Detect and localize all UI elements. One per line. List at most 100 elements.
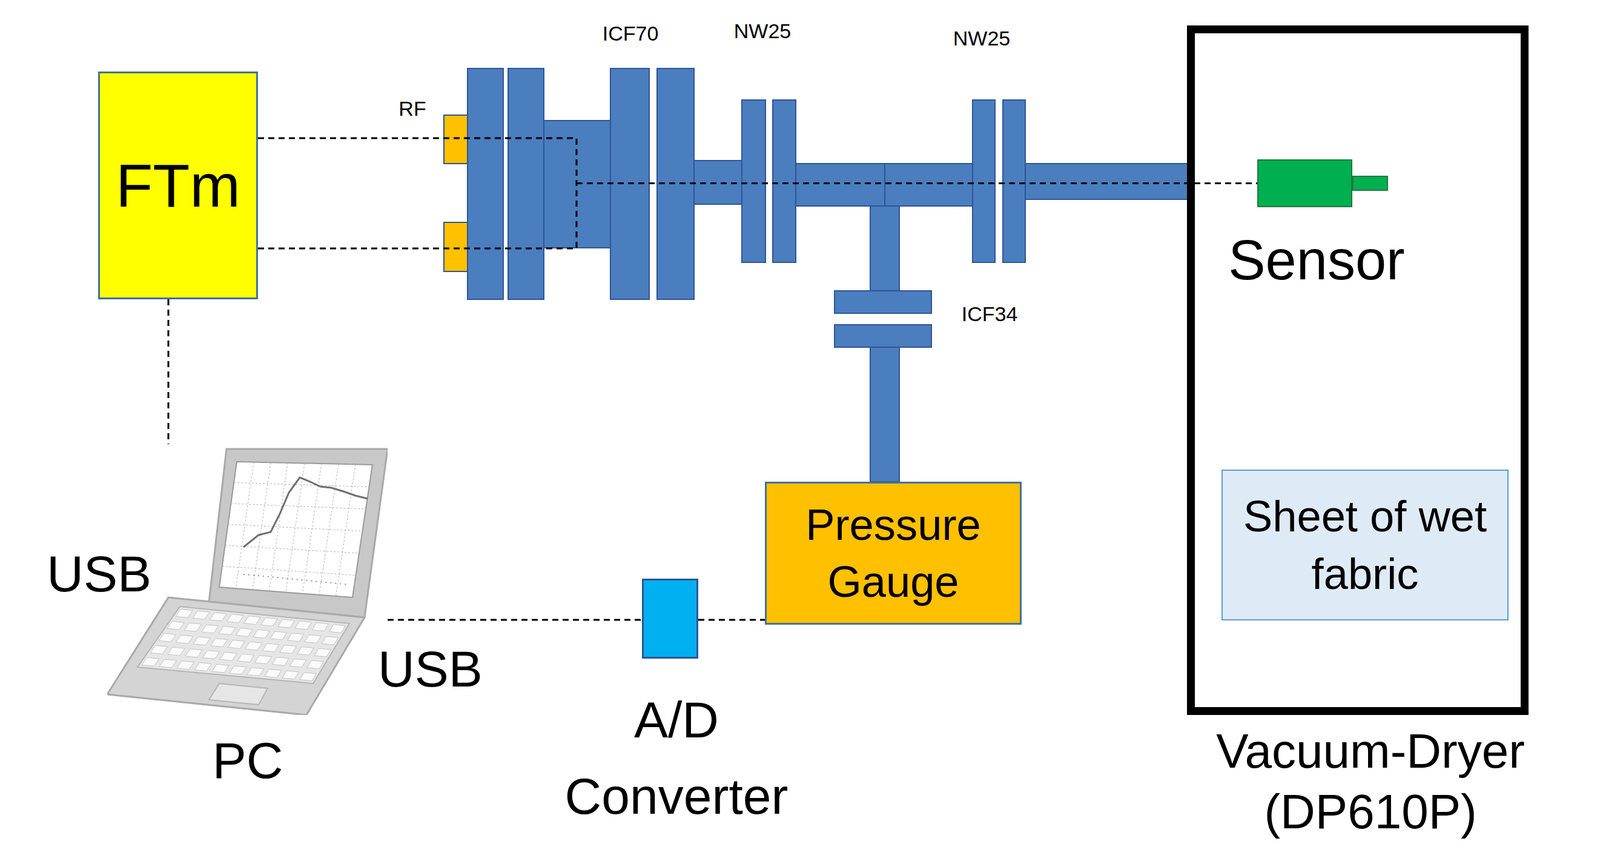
- rf-connector: [443, 115, 468, 164]
- key: [202, 650, 220, 659]
- key: [229, 665, 247, 675]
- grid-line: [336, 463, 357, 596]
- key: [311, 622, 329, 632]
- node-text: Pressure Gauge: [766, 495, 1020, 610]
- key: [253, 629, 271, 638]
- edge-label: USB: [375, 640, 486, 697]
- key: [185, 648, 203, 658]
- nw25-flange: [972, 99, 996, 263]
- touchpad: [208, 683, 268, 705]
- key: [211, 663, 229, 673]
- instrument-box: FTm: [98, 71, 258, 300]
- key: [244, 615, 262, 625]
- key: [254, 655, 272, 664]
- key: [218, 626, 236, 635]
- grid-line: [319, 463, 339, 595]
- key: [236, 628, 254, 637]
- key: [245, 641, 263, 650]
- signal-wire: [387, 618, 642, 621]
- key: [227, 639, 245, 648]
- chamber-box: Vacuum-Dryer (DP610P)SensorSheet of wet …: [1186, 25, 1529, 715]
- key: [167, 620, 185, 630]
- grid-line: [228, 524, 363, 532]
- signal-wire: [698, 618, 765, 621]
- key: [141, 657, 160, 666]
- grid-line: [269, 462, 289, 592]
- converter-box: A/D Converter: [641, 578, 699, 659]
- key: [176, 660, 194, 670]
- flange: [467, 68, 504, 300]
- part-label: Sensor: [1189, 228, 1444, 293]
- grid-line: [236, 462, 255, 589]
- key: [277, 618, 295, 628]
- key: [150, 644, 168, 654]
- part-label: PC: [156, 729, 339, 791]
- key: [209, 612, 227, 621]
- signal-wire: [257, 138, 1258, 249]
- key: [210, 638, 228, 647]
- keyboard-area: [137, 606, 350, 684]
- node-text: FTm: [108, 150, 248, 221]
- gauge-box: Pressure Gauge: [764, 481, 1022, 625]
- key: [192, 610, 210, 619]
- key: [271, 657, 289, 666]
- key: [158, 632, 176, 642]
- fabric-box: Sheet of wet fabric: [1221, 469, 1509, 621]
- tee-pipe: [870, 205, 900, 291]
- fitting-label: NW25: [733, 19, 791, 43]
- grid-line: [252, 462, 271, 590]
- icf34-flange: [834, 290, 932, 314]
- key: [175, 608, 193, 618]
- key: [193, 636, 211, 645]
- nw25-flange: [772, 99, 796, 263]
- key: [329, 624, 346, 633]
- key: [304, 634, 321, 644]
- key: [299, 672, 317, 681]
- edge-label: USB: [44, 545, 154, 602]
- key: [201, 624, 219, 633]
- key: [247, 667, 265, 676]
- gauge-pipe: [870, 347, 900, 482]
- pipe: [1025, 163, 1189, 200]
- nw25-flange: [1002, 99, 1026, 263]
- pipe: [884, 163, 973, 206]
- flange: [508, 68, 544, 300]
- screen-area: [219, 461, 373, 598]
- fitting-label: NW25: [953, 27, 1011, 50]
- key: [261, 617, 278, 626]
- key: [159, 658, 177, 668]
- sensor-body: Sensor: [1257, 159, 1353, 208]
- chart-points: [243, 574, 350, 585]
- key: [167, 646, 185, 656]
- rf-connector: [443, 222, 468, 272]
- key: [264, 668, 282, 678]
- sensor-tip: [1352, 175, 1389, 191]
- key: [307, 660, 324, 669]
- key: [294, 620, 312, 630]
- pipe: [795, 163, 885, 206]
- fitting-label: ICF34: [961, 302, 1019, 326]
- signal-wire: [167, 299, 170, 444]
- key: [184, 622, 202, 632]
- key: [237, 653, 255, 662]
- key: [176, 634, 194, 644]
- key: [282, 670, 300, 679]
- key: [270, 631, 287, 640]
- nw25-flange: [741, 99, 766, 263]
- node-text: Sheet of wet fabric: [1222, 487, 1508, 602]
- chart-curve: [243, 477, 368, 547]
- key: [297, 646, 314, 656]
- key: [321, 635, 338, 645]
- key: [314, 647, 331, 657]
- fitting-label: ICF70: [602, 22, 659, 45]
- key: [279, 644, 297, 654]
- part-label: Vacuum-Dryer (DP610P): [1182, 720, 1559, 842]
- key: [287, 632, 305, 642]
- laptop-screen: [208, 448, 388, 618]
- part-label: A/D Converter: [531, 681, 822, 834]
- icf34-flange: [834, 324, 932, 348]
- key: [289, 658, 307, 667]
- laptop-base: [107, 597, 365, 715]
- key: [219, 651, 237, 661]
- key: [194, 662, 212, 672]
